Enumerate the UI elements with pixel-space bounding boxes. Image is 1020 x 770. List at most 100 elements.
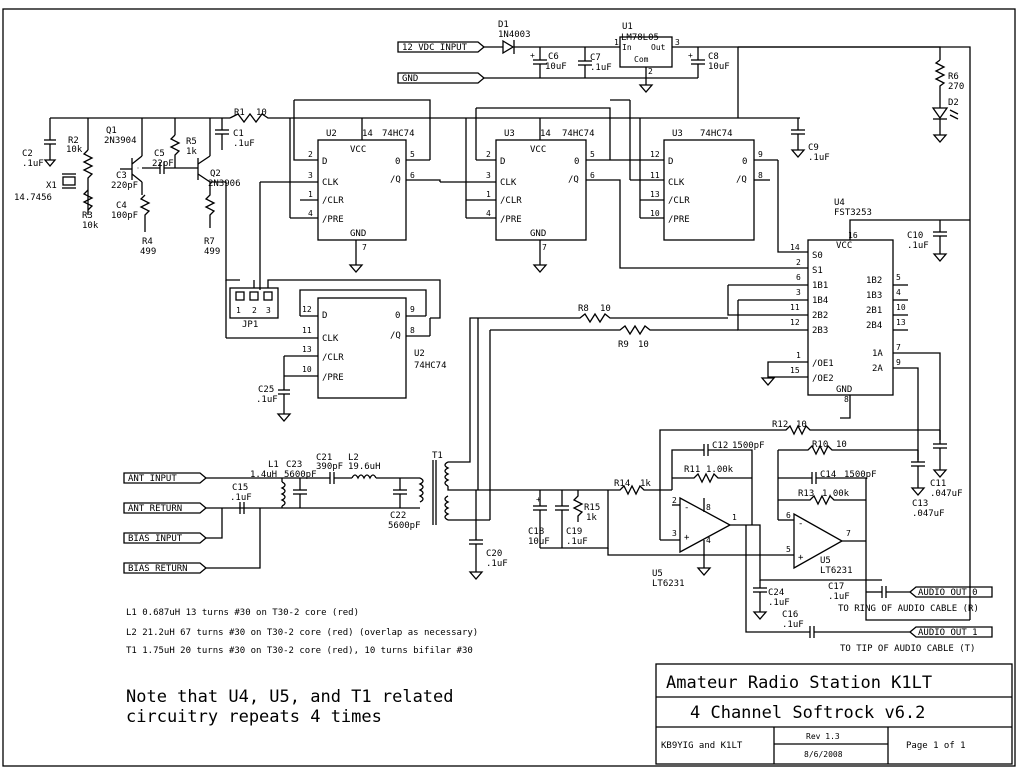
svg-text:0: 0: [742, 157, 747, 167]
svg-text:R12: R12: [772, 420, 788, 430]
port-gnd: GND: [402, 74, 418, 84]
svg-text:TO TIP OF AUDIO CABLE (T): TO TIP OF AUDIO CABLE (T): [840, 644, 975, 654]
resistor-r6: [934, 59, 946, 100]
svg-text:S1: S1: [812, 266, 823, 276]
svg-text:2N3904: 2N3904: [104, 136, 137, 146]
svg-text:R2: R2: [68, 136, 79, 146]
svg-text:C13: C13: [912, 499, 928, 509]
svg-text:C14: C14: [820, 470, 836, 480]
svg-text:D1: D1: [498, 20, 509, 30]
svg-text:10: 10: [796, 420, 807, 430]
svg-text:.1uF: .1uF: [768, 598, 790, 608]
svg-text:C23: C23: [286, 460, 302, 470]
svg-text:6: 6: [786, 511, 791, 520]
svg-text:.047uF: .047uF: [912, 509, 945, 519]
svg-text:R14: R14: [614, 479, 630, 489]
svg-text:15: 15: [790, 366, 800, 375]
svg-text:/Q: /Q: [568, 175, 579, 185]
svg-text:2A: 2A: [872, 364, 883, 374]
svg-text:.1uF: .1uF: [566, 537, 588, 547]
svg-text:C22: C22: [390, 511, 406, 521]
svg-text:0: 0: [574, 157, 579, 167]
svg-text:.1uF: .1uF: [486, 559, 508, 569]
svg-text:D: D: [668, 157, 673, 167]
svg-text:19.6uH: 19.6uH: [348, 462, 381, 472]
port-ant-input: ANT INPUT: [128, 474, 177, 484]
svg-text:1N4003: 1N4003: [498, 30, 531, 40]
svg-text:16: 16: [848, 231, 858, 240]
svg-text:5: 5: [786, 545, 791, 554]
title-block: Amateur Radio Station K1LT 4 Channel Sof…: [655, 663, 1013, 765]
resistor-r2: [82, 149, 94, 215]
svg-text:R11: R11: [684, 465, 700, 475]
svg-text:3: 3: [266, 306, 271, 315]
svg-text:.1uF: .1uF: [256, 395, 278, 405]
svg-text:6: 6: [410, 171, 415, 180]
svg-text:10uF: 10uF: [545, 62, 567, 72]
svg-text:3: 3: [796, 288, 801, 297]
svg-text:11: 11: [650, 171, 660, 180]
svg-text:1B1: 1B1: [812, 281, 828, 291]
svg-text:2: 2: [796, 258, 801, 267]
svg-text:3: 3: [672, 529, 677, 538]
svg-text:14: 14: [790, 243, 800, 252]
svg-text:Out: Out: [651, 43, 666, 52]
svg-text:14.7456: 14.7456: [14, 193, 52, 203]
svg-text:2: 2: [648, 67, 653, 76]
svg-text:.1uF: .1uF: [230, 493, 252, 503]
svg-text:12: 12: [650, 150, 660, 159]
diode-d1: [502, 39, 515, 55]
svg-text:C10: C10: [907, 231, 923, 241]
power-section: 12 VDC INPUT GND D1 1N4003 + C6 10uF C7 …: [397, 20, 971, 620]
svg-text:-: -: [798, 519, 803, 529]
svg-text:In: In: [622, 43, 632, 52]
svg-text:7: 7: [542, 243, 547, 252]
svg-text:LT6231: LT6231: [820, 566, 853, 576]
svg-text:Q1: Q1: [106, 126, 117, 136]
svg-text:/PRE: /PRE: [500, 215, 522, 225]
svg-text:C24: C24: [768, 588, 784, 598]
svg-text:Q2: Q2: [210, 169, 221, 179]
svg-text:R7: R7: [204, 237, 215, 247]
svg-text:VCC: VCC: [530, 145, 546, 155]
svg-text:2N3906: 2N3906: [208, 179, 241, 189]
svg-text:JP1: JP1: [242, 320, 258, 330]
svg-text:8: 8: [410, 326, 415, 335]
svg-text:+: +: [536, 495, 541, 504]
svg-text:3: 3: [675, 38, 680, 47]
bias-filter: + C18 10uF C19 .1uF R15 1k R14 1k: [528, 479, 790, 556]
svg-text:U5: U5: [652, 569, 663, 579]
svg-text:-: -: [684, 503, 689, 513]
svg-text:9: 9: [896, 358, 901, 367]
svg-text:R8: R8: [578, 304, 589, 314]
svg-text:S0: S0: [812, 251, 823, 261]
svg-text:4: 4: [486, 209, 491, 218]
svg-text:U1: U1: [622, 22, 633, 32]
repeat-note-line2: circuitry repeats 4 times: [126, 707, 382, 727]
svg-text:1.4uH: 1.4uH: [250, 470, 277, 480]
svg-text:1: 1: [236, 306, 241, 315]
svg-text:L1 0.687uH 13 turns #30 on T30: L1 0.687uH 13 turns #30 on T30-2 core (r…: [126, 608, 359, 618]
svg-text:GND: GND: [350, 229, 366, 239]
svg-text:0: 0: [395, 157, 400, 167]
svg-text:2B4: 2B4: [866, 321, 882, 331]
svg-text:1: 1: [486, 190, 491, 199]
svg-text:R13: R13: [798, 489, 814, 499]
svg-text:7: 7: [896, 343, 901, 352]
svg-text:499: 499: [140, 247, 156, 257]
svg-text:LM78L05: LM78L05: [621, 33, 659, 43]
opamp-u5b: - + 65 7 U5 LT6231 C14 1500pF R13 1.00k: [777, 450, 970, 621]
svg-text:10k: 10k: [82, 221, 99, 231]
svg-text:2B2: 2B2: [812, 311, 828, 321]
crystal-x1: [62, 176, 76, 186]
svg-text:/OE1: /OE1: [812, 359, 834, 369]
title-page: Page 1 of 1: [906, 741, 966, 751]
svg-text:C7: C7: [590, 53, 601, 63]
svg-text:L2 21.2uH 67 turns #30 on T30-: L2 21.2uH 67 turns #30 on T30-2 core (re…: [126, 628, 478, 638]
svg-text:/Q: /Q: [736, 175, 747, 185]
svg-text:10uF: 10uF: [528, 537, 550, 547]
svg-text:.1uF: .1uF: [828, 592, 850, 602]
title-station: Amateur Radio Station K1LT: [666, 673, 932, 693]
svg-text:C15: C15: [232, 483, 248, 493]
svg-text:Com: Com: [634, 55, 649, 64]
